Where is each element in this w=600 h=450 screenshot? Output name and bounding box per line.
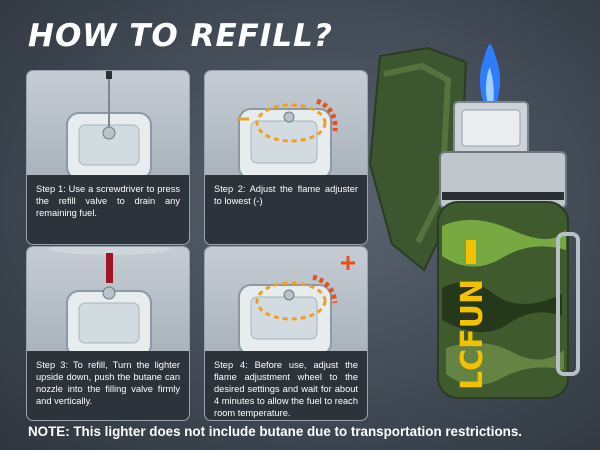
step-card-2: Step 2: Adjust the flame adjuster to low… xyxy=(204,70,368,245)
step-3-caption: Step 3: To refill, Turn the lighter upsi… xyxy=(36,360,180,406)
step-4-caption: Step 4: Before use, adjust the flame adj… xyxy=(214,360,358,418)
lighter-product-image: LCFUN xyxy=(368,44,580,399)
flame-adjuster-plus-illustration xyxy=(238,256,355,351)
step-2-image xyxy=(205,71,367,175)
step-card-4: Step 4: Before use, adjust the flame adj… xyxy=(204,246,368,421)
page-title: HOW TO REFILL? xyxy=(28,18,333,54)
note-text: NOTE: This lighter does not include buta… xyxy=(28,424,522,439)
flame-adjuster-minus-illustration xyxy=(237,98,338,175)
step-4-image xyxy=(205,247,367,351)
brand-logo: LCFUN xyxy=(455,279,490,390)
step-1-image xyxy=(27,71,189,175)
step-2-caption: Step 2: Adjust the flame adjuster to low… xyxy=(214,184,358,206)
step-3-image xyxy=(27,247,189,351)
butane-nozzle-illustration xyxy=(49,247,169,351)
step-card-1: Step 1: Use a screwdriver to press the r… xyxy=(26,70,190,245)
step-1-caption: Step 1: Use a screwdriver to press the r… xyxy=(36,184,180,218)
step-card-3: Step 3: To refill, Turn the lighter upsi… xyxy=(26,246,190,421)
screwdriver-illustration xyxy=(66,71,152,175)
